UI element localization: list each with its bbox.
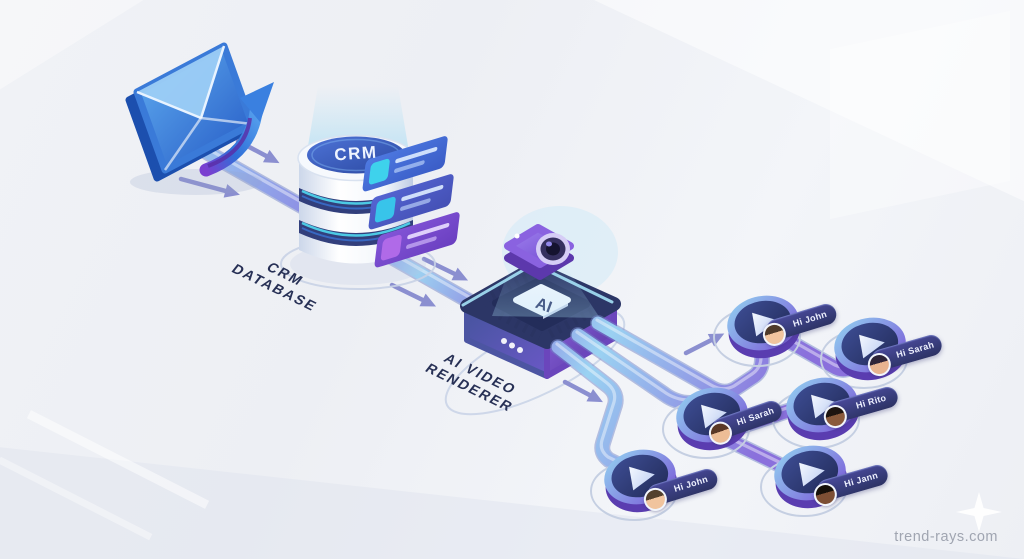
flow-arrow-3 — [421, 256, 469, 281]
flow-arrow-6 — [562, 379, 603, 403]
db-record-card-2 — [368, 174, 454, 230]
email-envelope-icon — [125, 42, 262, 195]
send-swoosh-arrow-icon — [199, 82, 274, 177]
flow-arrow-2 — [178, 176, 240, 198]
ai-renderer-box: AI — [444, 206, 626, 416]
watermark: trend-rays.com — [894, 529, 998, 545]
projection-beam — [492, 262, 600, 318]
camera-icon — [504, 224, 574, 280]
db-record-card-3 — [374, 212, 460, 268]
flow-arrow-4 — [389, 282, 437, 307]
flow-arrow-5 — [683, 333, 725, 356]
db-record-card-1 — [362, 136, 448, 192]
